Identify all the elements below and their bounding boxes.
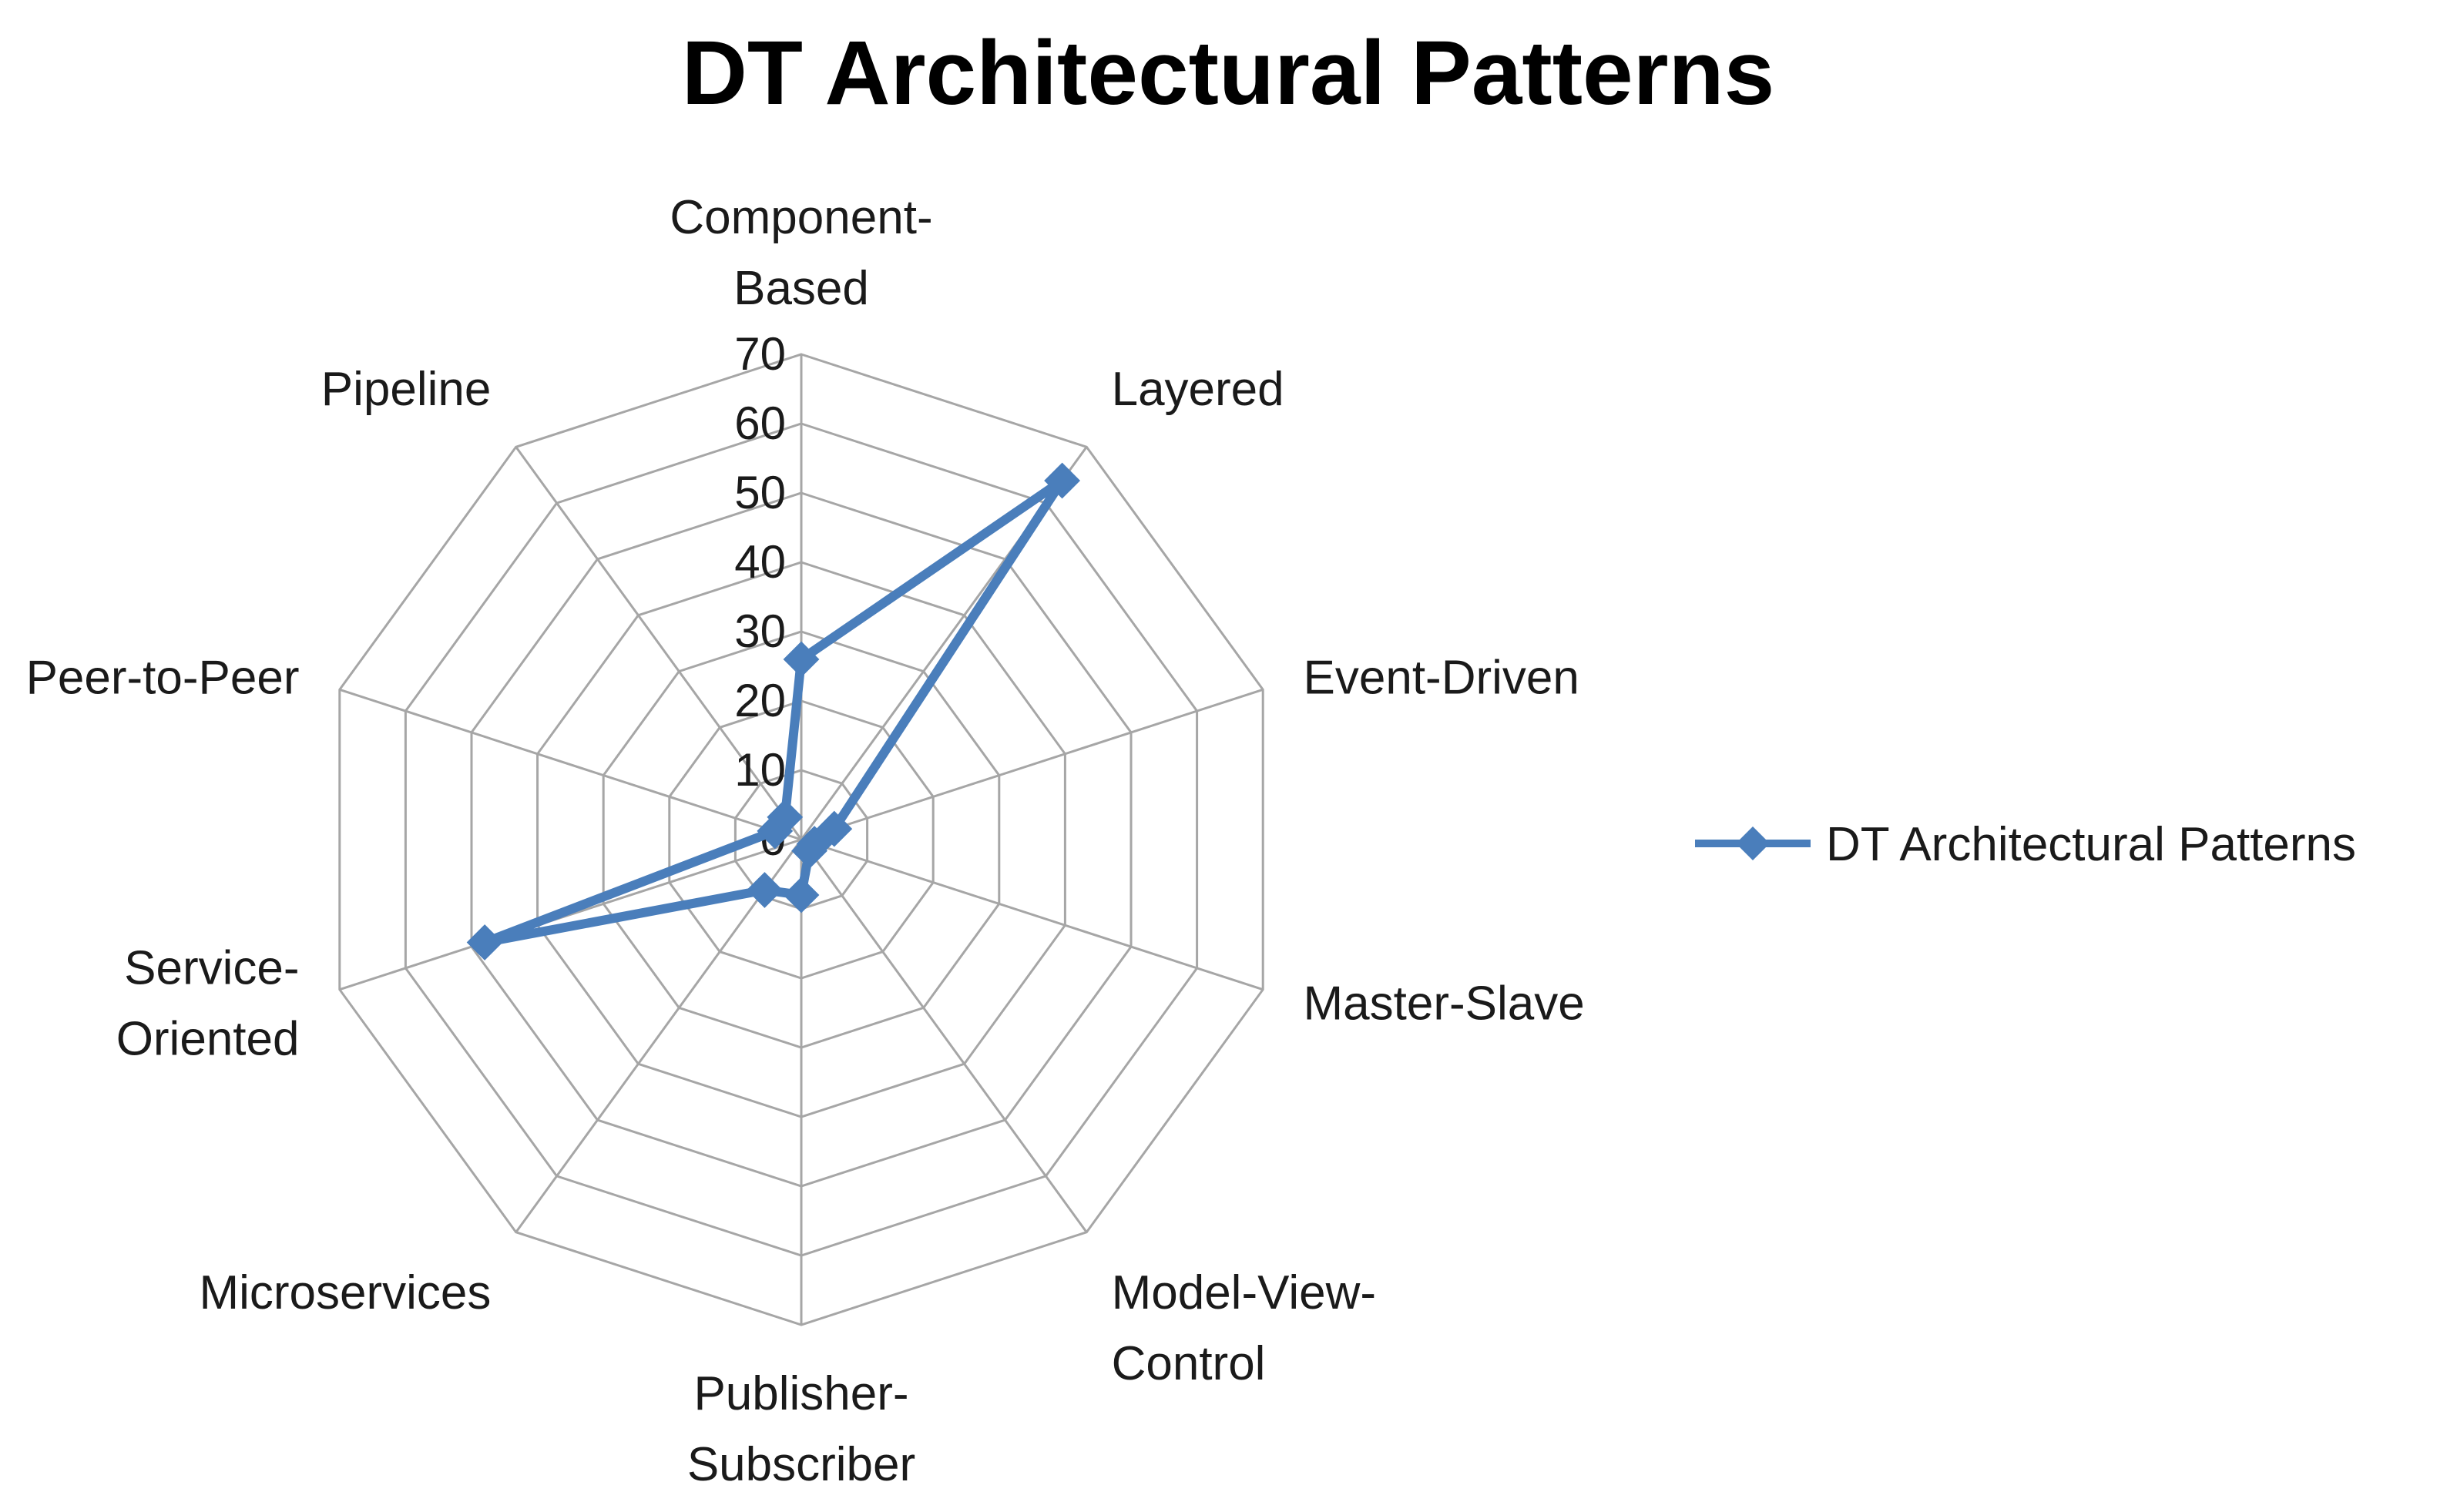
- category-label: Layered: [1112, 363, 1284, 416]
- data-point-marker: [783, 877, 820, 914]
- data-point-marker: [746, 872, 783, 908]
- radial-axis-ticks: 010203040506070: [734, 328, 786, 865]
- radial-tick-label: 50: [734, 467, 786, 518]
- legend: DT Architectural Patterns: [1695, 818, 2356, 871]
- data-point-marker: [1044, 462, 1081, 499]
- legend-label: DT Architectural Patterns: [1826, 818, 2356, 871]
- data-point-marker: [791, 833, 828, 870]
- category-label: Master-Slave: [1304, 977, 1585, 1031]
- grid-spoke: [339, 838, 802, 991]
- data-point-marker: [767, 799, 804, 836]
- category-label: Component-Based: [670, 191, 932, 315]
- radial-tick-label: 30: [734, 605, 786, 657]
- radar-grid: [338, 353, 1264, 1326]
- category-label: Event-Driven: [1304, 651, 1579, 704]
- data-point-marker: [783, 641, 820, 678]
- grid-spoke: [801, 688, 1264, 841]
- series-layer: [466, 462, 1081, 961]
- grid-spoke: [515, 446, 803, 840]
- grid-spoke: [800, 839, 1088, 1233]
- chart-title: DT Architectural Patterns: [682, 22, 1775, 124]
- category-label: Service-Oriented: [116, 942, 300, 1066]
- category-label: Pipeline: [321, 363, 492, 416]
- radial-tick-label: 20: [734, 675, 786, 726]
- grid-spoke: [801, 838, 1264, 991]
- category-labels: Component-BasedLayeredEvent-DrivenMaster…: [26, 191, 1585, 1491]
- category-label: Model-View-Control: [1112, 1266, 1376, 1390]
- grid-spoke: [339, 688, 802, 841]
- category-label: Microservices: [199, 1266, 491, 1319]
- radial-tick-label: 40: [734, 536, 786, 588]
- grid-spoke: [515, 839, 803, 1233]
- category-label: Publisher-Subscriber: [687, 1367, 915, 1491]
- data-point-marker: [466, 924, 503, 961]
- category-label: Peer-to-Peer: [26, 651, 300, 704]
- radial-tick-label: 60: [734, 397, 786, 449]
- radial-tick-label: 10: [734, 744, 786, 796]
- legend-marker: [1736, 826, 1770, 860]
- radial-tick-label: 70: [734, 328, 786, 380]
